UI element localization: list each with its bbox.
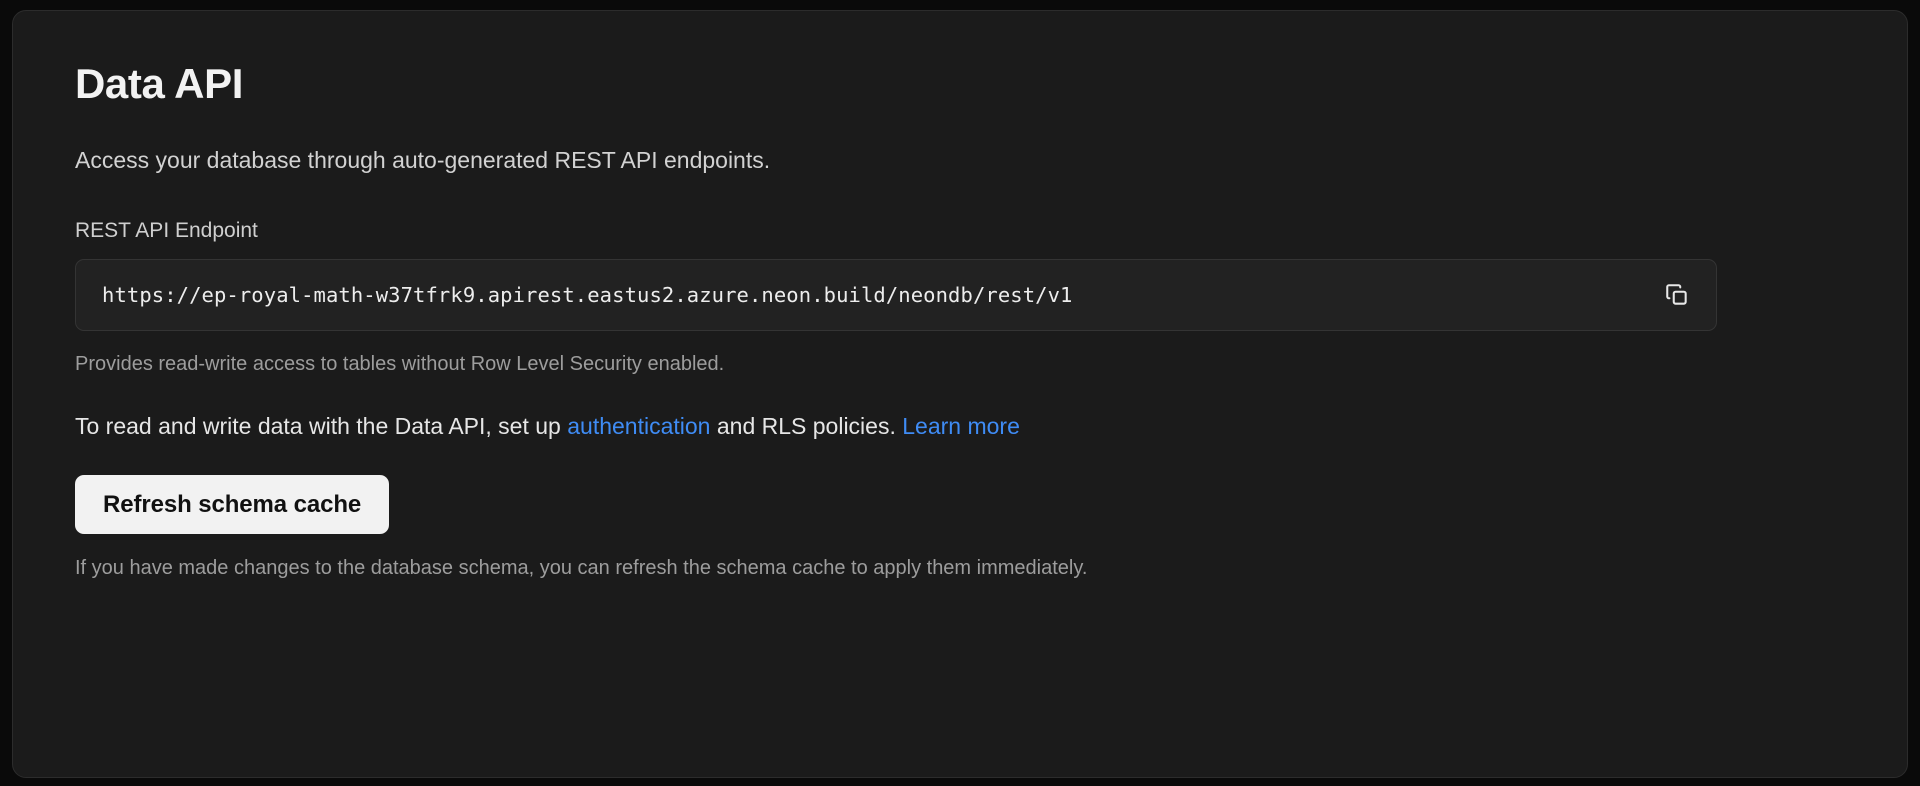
learn-more-link[interactable]: Learn more	[902, 412, 1020, 439]
page-title: Data API	[75, 60, 243, 107]
info-middle-text: and RLS policies.	[710, 412, 903, 439]
endpoint-url-value[interactable]: https://ep-royal-math-w37tfrk9.apirest.e…	[102, 282, 1073, 307]
copy-icon	[1664, 282, 1690, 308]
rest-api-endpoint-label: REST API Endpoint	[75, 218, 258, 242]
refresh-button-wrapper: Refresh schema cache	[75, 440, 1845, 535]
info-prefix-text: To read and write data with the Data API…	[75, 412, 568, 439]
authentication-link[interactable]: authentication	[567, 412, 711, 439]
endpoint-input-group[interactable]: https://ep-royal-math-w37tfrk9.apirest.e…	[75, 258, 1717, 331]
refresh-footer-text: If you have made changes to the database…	[75, 557, 1088, 580]
refresh-schema-cache-button[interactable]: Refresh schema cache	[75, 475, 390, 535]
copy-endpoint-button[interactable]	[1660, 278, 1694, 312]
data-api-card: Data API Access your database through au…	[12, 10, 1908, 778]
endpoint-helper-text: Provides read-write access to tables wit…	[75, 352, 725, 375]
card-description: Access your database through auto-genera…	[75, 147, 771, 173]
rls-info-line: To read and write data with the Data API…	[75, 376, 1845, 441]
